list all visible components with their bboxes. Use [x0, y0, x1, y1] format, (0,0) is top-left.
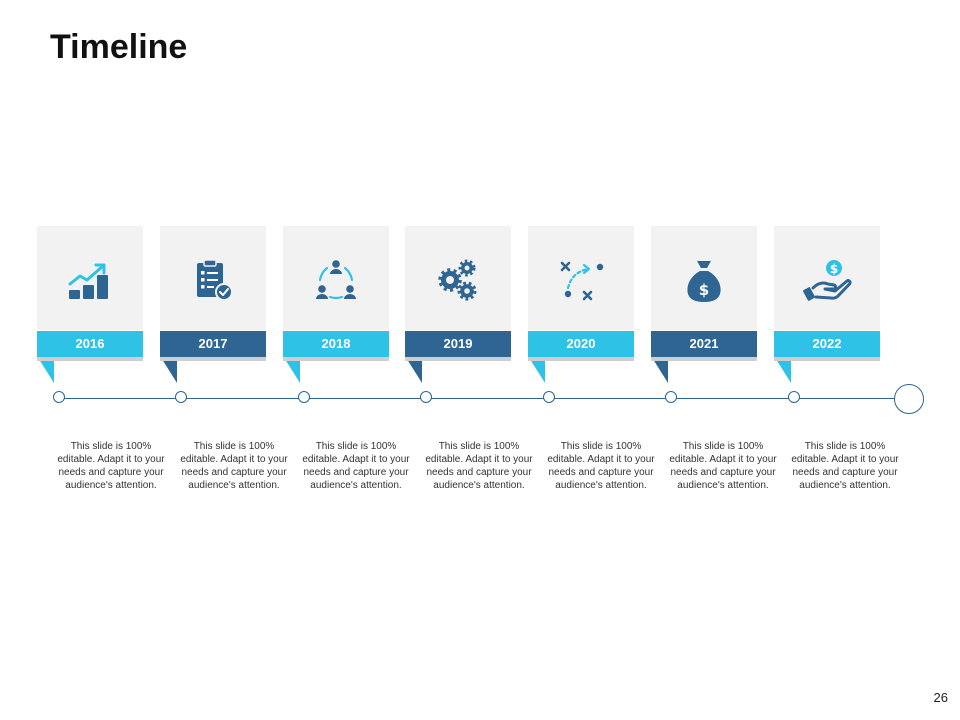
year-pointer — [37, 356, 65, 384]
timeline-card-2016 — [37, 226, 143, 330]
year-pointer — [528, 356, 556, 384]
year-bar-shadow — [528, 357, 634, 361]
team-cycle-icon — [311, 258, 361, 304]
year-label: 2022 — [774, 331, 880, 357]
timeline-card-2019 — [405, 226, 511, 330]
svg-text:$: $ — [830, 262, 838, 276]
year-label: 2019 — [405, 331, 511, 357]
year-bar-shadow — [37, 357, 143, 361]
gears-icon — [433, 258, 483, 304]
timeline-description: This slide is 100% editable. Adapt it to… — [57, 441, 165, 491]
checklist-clipboard-icon — [188, 258, 238, 304]
year-label: 2018 — [283, 331, 389, 357]
timeline-dot — [665, 391, 677, 403]
timeline-description: This slide is 100% editable. Adapt it to… — [180, 441, 288, 491]
year-pointer — [651, 356, 679, 384]
timeline-line — [60, 398, 896, 399]
timeline-card-2022: $ — [774, 226, 880, 330]
timeline-dot — [175, 391, 187, 403]
year-label: 2016 — [37, 331, 143, 357]
year-label: 2017 — [160, 331, 266, 357]
year-pointer — [283, 356, 311, 384]
year-bar-shadow — [283, 357, 389, 361]
year-bar-shadow — [160, 357, 266, 361]
timeline-dot — [543, 391, 555, 403]
timeline-card-2021: $ — [651, 226, 757, 330]
timeline-dot — [53, 391, 65, 403]
svg-text:$: $ — [699, 281, 709, 299]
timeline-description: This slide is 100% editable. Adapt it to… — [302, 441, 410, 491]
year-label: 2020 — [528, 331, 634, 357]
year-bar-shadow — [405, 357, 511, 361]
slide-title: Timeline — [50, 28, 188, 66]
timeline-card-2020 — [528, 226, 634, 330]
year-pointer — [774, 356, 802, 384]
timeline-description: This slide is 100% editable. Adapt it to… — [791, 441, 899, 491]
timeline-card-2017 — [160, 226, 266, 330]
strategy-plan-icon — [556, 258, 606, 304]
page-number: 26 — [933, 690, 948, 705]
year-bar-shadow — [651, 357, 757, 361]
timeline-dot — [298, 391, 310, 403]
timeline-end-circle — [894, 384, 924, 414]
timeline-dot — [420, 391, 432, 403]
year-pointer — [405, 356, 433, 384]
timeline-card-2018 — [283, 226, 389, 330]
hand-coin-icon: $ — [802, 258, 852, 304]
timeline-description: This slide is 100% editable. Adapt it to… — [547, 441, 655, 491]
money-bag-icon: $ — [679, 258, 729, 304]
timeline-description: This slide is 100% editable. Adapt it to… — [425, 441, 533, 491]
timeline-dot — [788, 391, 800, 403]
year-bar-shadow — [774, 357, 880, 361]
year-pointer — [160, 356, 188, 384]
timeline-description: This slide is 100% editable. Adapt it to… — [669, 441, 777, 491]
growth-chart-icon — [65, 258, 115, 304]
year-label: 2021 — [651, 331, 757, 357]
